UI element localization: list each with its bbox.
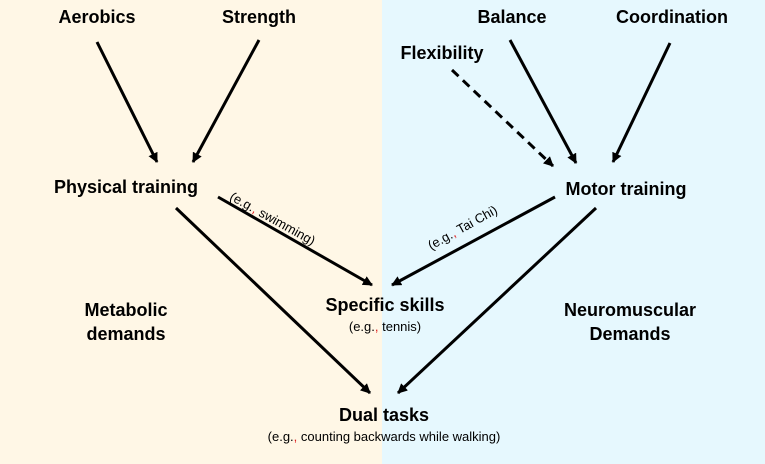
node-balance: Balance	[477, 7, 547, 27]
region-label-line: Metabolic	[84, 300, 168, 320]
arrow-balance-to-motor	[508, 39, 578, 164]
example-comma: ,	[374, 319, 379, 334]
arrow-motor-to-skills	[391, 195, 556, 287]
region-label-line: Neuromuscular	[563, 300, 697, 320]
dual-tasks-example: (e.g., counting backwards while walking)	[268, 429, 501, 444]
node-dual-tasks: Dual tasks	[338, 405, 430, 425]
node-strength: Strength	[222, 7, 296, 27]
node-flexibility: Flexibility	[400, 43, 484, 63]
node-coordination: Coordination	[616, 7, 728, 27]
node-aerobics: Aerobics	[58, 7, 136, 27]
example-comma: ,	[293, 429, 298, 444]
node-specific-skills: Specific skills	[325, 295, 445, 315]
arrow-physical-to-dual	[174, 206, 372, 395]
region-label-line: demands	[86, 324, 166, 344]
arrow-motor-to-dual	[396, 206, 598, 395]
example-text: (e.g.	[348, 319, 375, 334]
neuromuscular-panel-background	[382, 0, 765, 464]
arrow-strength-to-physical	[191, 39, 261, 163]
arrow-coordination-to-motor	[611, 42, 672, 163]
region-metabolic-demands: Metabolic demands	[84, 298, 167, 346]
example-text: (e.g.	[267, 429, 294, 444]
example-text: tennis)	[378, 319, 422, 334]
specific-skills-example: (e.g., tennis)	[349, 319, 421, 334]
node-physical-training: Physical training	[53, 177, 199, 197]
metabolic-panel-background	[0, 0, 382, 464]
arrow-flexibility-to-motor	[450, 68, 555, 168]
example-text: counting backwards while walking)	[297, 429, 501, 444]
node-motor-training: Motor training	[565, 179, 687, 199]
region-label-line: Demands	[589, 324, 671, 344]
arrow-physical-to-skills	[217, 195, 373, 287]
arrow-aerobics-to-physical	[95, 41, 159, 163]
